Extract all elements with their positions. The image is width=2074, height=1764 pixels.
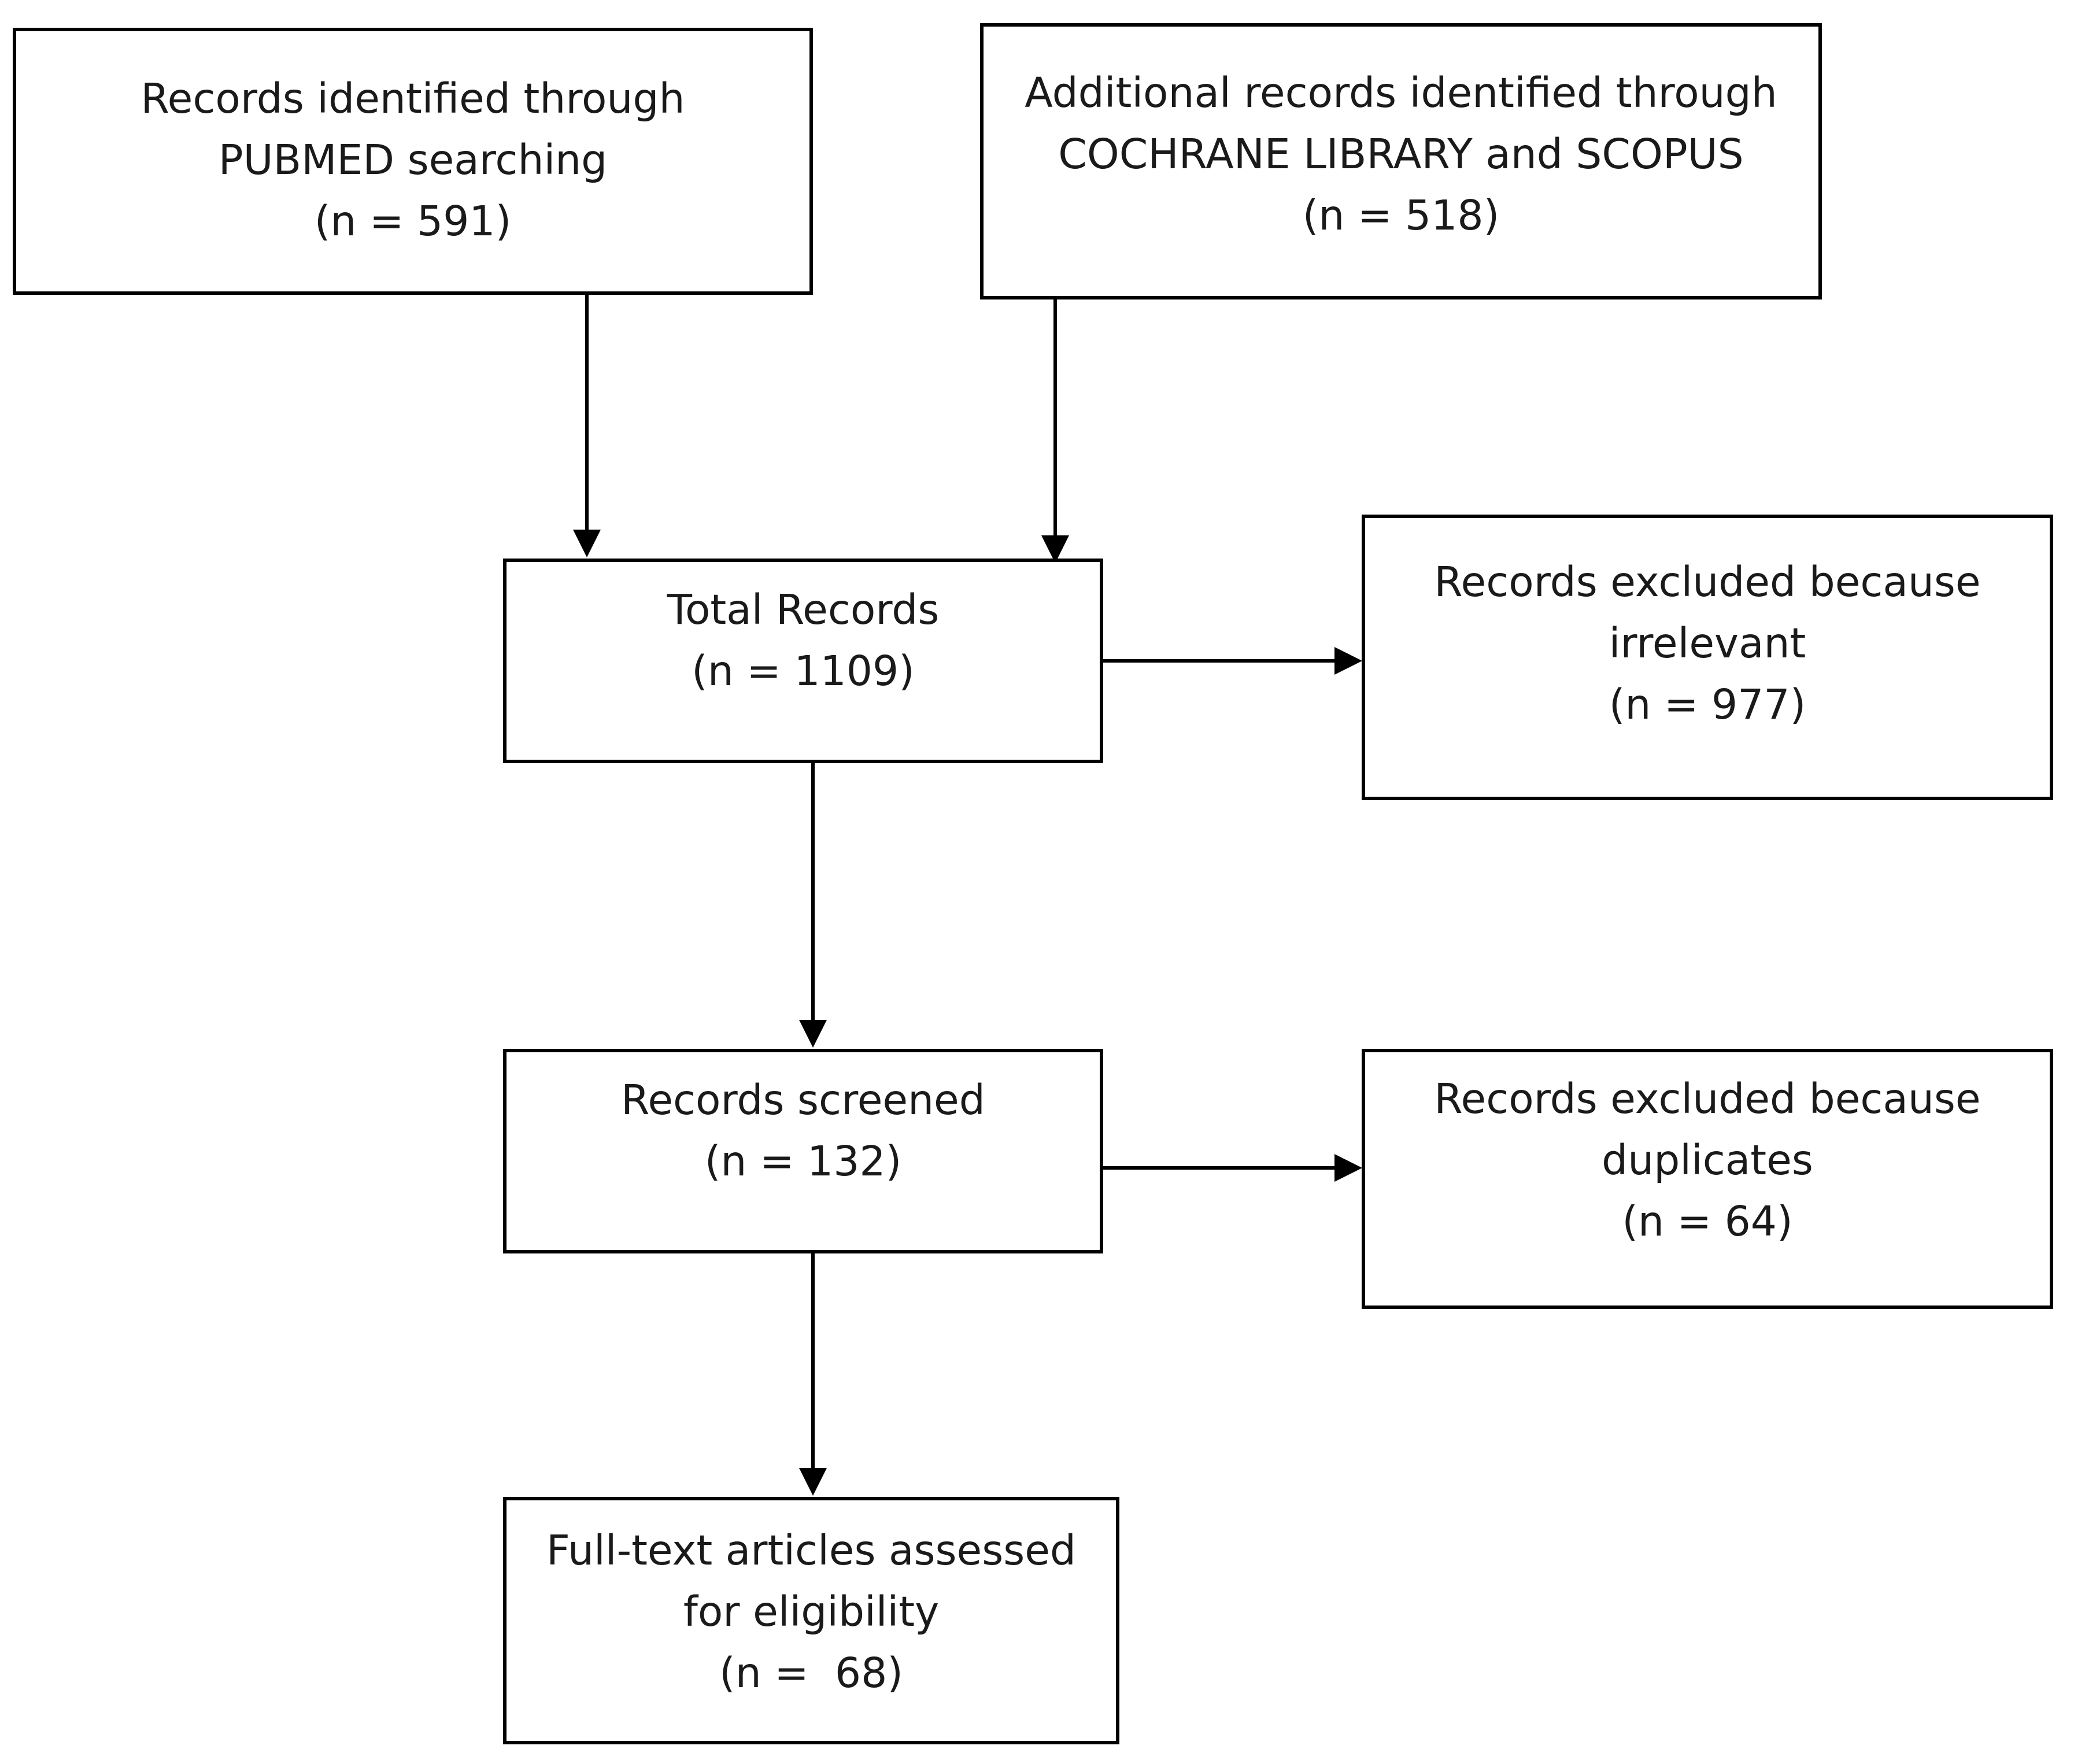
node-count: (n = 518) — [1302, 191, 1500, 239]
node-label-line: duplicates — [1602, 1136, 1813, 1184]
node-excluded-irrelevant: Records excluded because irrelevant (n =… — [1362, 515, 2053, 800]
node-label-line: Records excluded because — [1434, 558, 1981, 606]
node-fulltext-articles: Full-text articles assessed for eligibil… — [503, 1497, 1119, 1744]
node-count: (n = 64) — [1622, 1197, 1793, 1245]
node-label-line: Records identified through — [141, 75, 685, 123]
node-label-line: irrelevant — [1609, 619, 1806, 667]
node-count: (n = 132) — [704, 1137, 902, 1185]
node-excluded-duplicates: Records excluded because duplicates (n =… — [1362, 1049, 2053, 1309]
node-label-line: Additional records identified through — [1025, 69, 1777, 117]
node-label-line: for eligibility — [683, 1588, 940, 1636]
node-pubmed-records: Records identified through PUBMED search… — [13, 28, 813, 295]
node-records-screened: Records screened (n = 132) — [503, 1049, 1103, 1253]
node-label-line: Total Records — [667, 586, 940, 634]
node-additional-records: Additional records identified through CO… — [980, 23, 1822, 299]
node-label-line: Full-text articles assessed — [546, 1526, 1076, 1574]
node-count: (n = 977) — [1609, 681, 1806, 728]
node-count: (n = 1109) — [692, 647, 915, 695]
node-label-line: PUBMED searching — [218, 136, 608, 184]
node-label-line: Records screened — [621, 1076, 985, 1124]
node-total-records: Total Records (n = 1109) — [503, 559, 1103, 763]
node-count: (n = 68) — [719, 1649, 903, 1697]
node-count: (n = 591) — [314, 197, 512, 245]
node-label-line: COCHRANE LIBRARY and SCOPUS — [1058, 130, 1744, 178]
node-label-line: Records excluded because — [1434, 1075, 1981, 1123]
